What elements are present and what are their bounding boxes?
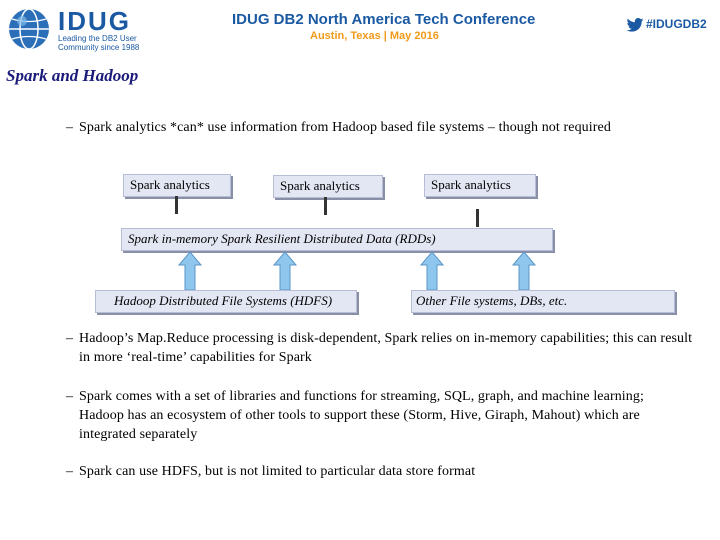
slide-title: Spark and Hadoop bbox=[6, 66, 139, 85]
box-label: Spark analytics bbox=[431, 177, 511, 192]
box-label: Other File systems, DBs, etc. bbox=[416, 293, 568, 308]
up-arrow-icon bbox=[273, 251, 297, 291]
up-arrow-icon bbox=[178, 251, 202, 291]
bullet-dash: – bbox=[66, 120, 74, 135]
box-label: Spark in-memory Spark Resilient Distribu… bbox=[128, 231, 436, 246]
box-label: Spark analytics bbox=[130, 177, 210, 192]
other-filesystems-box: Other File systems, DBs, etc. bbox=[411, 290, 675, 313]
conference-header: IDUG Leading the DB2 User Community sinc… bbox=[0, 0, 720, 60]
conference-location-date: Austin, Texas | May 2016 bbox=[310, 30, 439, 42]
bullet-text: Spark can use HDFS, but is not limited t… bbox=[79, 464, 476, 479]
bullet-dash: – bbox=[66, 389, 74, 404]
bullet-text: Spark comes with a set of libraries and … bbox=[79, 389, 644, 442]
bullet-text: Spark analytics *can* use information fr… bbox=[79, 120, 611, 135]
connector-line bbox=[476, 209, 479, 227]
bullet-item: – Hadoop’s Map.Reduce processing is disk… bbox=[66, 329, 696, 367]
bullet-dash: – bbox=[66, 464, 74, 479]
bullet-item: – Spark analytics *can* use information … bbox=[66, 118, 706, 137]
box-label: Spark analytics bbox=[280, 178, 360, 193]
conference-hashtag: #IDUGDB2 bbox=[646, 17, 707, 31]
spark-analytics-box-1: Spark analytics bbox=[123, 174, 231, 197]
up-arrow-icon bbox=[420, 251, 444, 291]
rdd-layer-box: Spark in-memory Spark Resilient Distribu… bbox=[121, 228, 553, 251]
spark-analytics-box-2: Spark analytics bbox=[273, 175, 383, 198]
up-arrow-icon bbox=[512, 251, 536, 291]
logo-wordmark: IDUG bbox=[58, 6, 131, 36]
spark-analytics-box-3: Spark analytics bbox=[424, 174, 536, 197]
logo-tagline: Leading the DB2 User Community since 198… bbox=[58, 34, 140, 52]
bullet-dash: – bbox=[66, 331, 74, 346]
twitter-bird-icon bbox=[626, 18, 644, 32]
box-label: Hadoop Distributed File Systems (HDFS) bbox=[114, 293, 333, 308]
bullet-item: – Spark can use HDFS, but is not limited… bbox=[66, 462, 696, 481]
bullet-item: – Spark comes with a set of libraries an… bbox=[66, 387, 676, 444]
conference-title: IDUG DB2 North America Tech Conference bbox=[232, 11, 536, 28]
bullet-text: Hadoop’s Map.Reduce processing is disk-d… bbox=[79, 331, 693, 365]
hdfs-box: Hadoop Distributed File Systems (HDFS) bbox=[95, 290, 357, 313]
globe-logo-icon bbox=[9, 8, 49, 50]
connector-line bbox=[175, 196, 178, 214]
connector-line bbox=[324, 197, 327, 215]
